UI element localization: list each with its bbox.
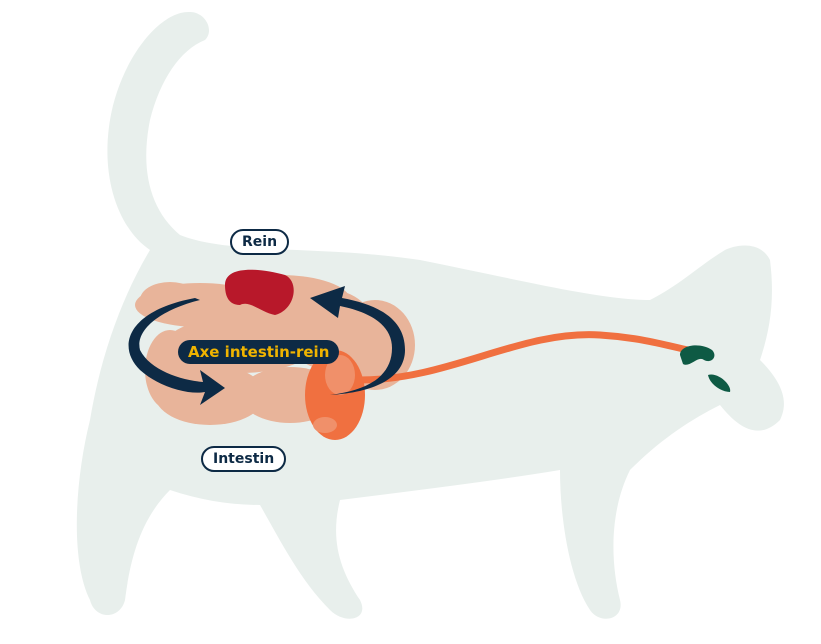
kidney-label: Rein [230, 229, 290, 255]
axis-label: Axe intestin-rein [178, 340, 340, 364]
arrow-left-icon [128, 298, 225, 405]
digestive-tract [356, 331, 704, 384]
kidney [225, 269, 294, 315]
mouth-shape [680, 345, 715, 365]
intestine-label: Intestin [201, 446, 287, 472]
arrow-right-icon [310, 286, 405, 395]
